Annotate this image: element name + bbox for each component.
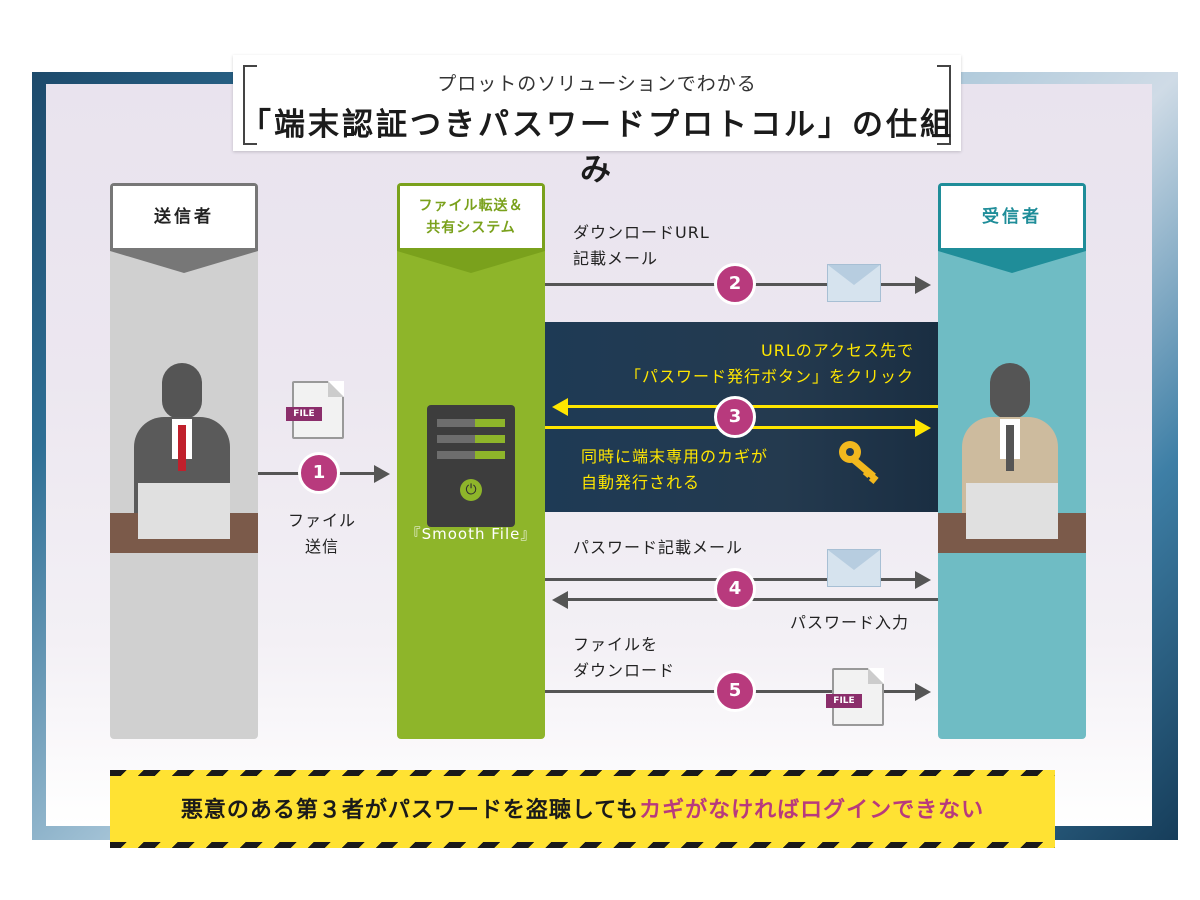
warning-stripe-bottom: [110, 842, 1055, 848]
step4-arrowhead-left: [552, 591, 568, 609]
power-icon: ⏻: [460, 479, 482, 501]
step2-label-line2: 記載メール: [573, 249, 659, 268]
step-1-badge: 1: [298, 452, 340, 494]
step-2-badge: 2: [714, 263, 756, 305]
step2-arrowhead: [915, 276, 931, 294]
bracket-left: [243, 65, 257, 145]
receiver-label: 受信者: [938, 183, 1086, 251]
server-icon: ⏻: [427, 405, 515, 527]
file-icon: FILE: [826, 668, 884, 726]
key-icon: [839, 441, 879, 484]
sender-column: 送信者: [110, 183, 258, 739]
sender-header-pointer: [110, 251, 258, 273]
step-4-badge: 4: [714, 568, 756, 610]
receiver-header-pointer: [938, 251, 1086, 273]
warning-text: 悪意のある第３者がパスワードを盗聴してもカギがなければログインできない: [110, 792, 1055, 824]
step-3-badge: 3: [714, 396, 756, 438]
step-5-badge: 5: [714, 670, 756, 712]
mail-icon: [827, 264, 881, 302]
step5-arrowhead: [915, 683, 931, 701]
step3-top-label-line1: URLのアクセス先で: [761, 341, 914, 360]
system-label-line2: 共有システム: [426, 220, 516, 236]
file-icon: FILE: [286, 381, 344, 439]
title-box: プロットのソリューションでわかる 「端末認証つきパスワードプロトコル」の仕組み: [233, 55, 961, 188]
step3-bottom-label: 同時に端末専用のカギが 自動発行される: [581, 444, 768, 496]
laptop-icon: [138, 483, 230, 539]
step1-arrowhead: [374, 465, 390, 483]
bracket-right: [937, 65, 951, 145]
step1-label: ファイル 送信: [284, 508, 360, 560]
person-icon: [110, 363, 258, 563]
step3-top-label: URLのアクセス先で 「パスワード発行ボタン」をクリック: [560, 338, 914, 390]
warning-stripe-top: [110, 770, 1055, 776]
sender-label: 送信者: [110, 183, 258, 251]
step3-bottom-label-line2: 自動発行される: [581, 473, 701, 492]
person-icon: [938, 363, 1086, 563]
step4-bottom-label: パスワード入力: [790, 613, 910, 632]
step2-label: ダウンロードURL 記載メール: [573, 220, 710, 272]
file-tag: FILE: [286, 407, 322, 421]
file-tag: FILE: [826, 694, 862, 708]
system-label-line1: ファイル転送＆: [418, 198, 524, 214]
step4-arrowhead-right: [915, 571, 931, 589]
step3-arrowhead-left: [552, 398, 568, 416]
system-label: ファイル転送＆ 共有システム: [397, 183, 545, 251]
system-column: ファイル転送＆ 共有システム ⏻ 『Smooth File』: [397, 183, 545, 739]
title-subtitle: プロットのソリューションでわかる: [437, 73, 757, 95]
step3-arrowhead-right: [915, 419, 931, 437]
system-header-pointer: [397, 251, 545, 273]
page-title: 「端末認証つきパスワードプロトコル」の仕組み: [240, 107, 954, 188]
mail-icon: [827, 549, 881, 587]
warning-banner: 悪意のある第３者がパスワードを盗聴してもカギがなければログインできない: [110, 770, 1055, 848]
step3-bottom-label-line1: 同時に端末専用のカギが: [581, 447, 769, 466]
sender-header: 送信者: [110, 183, 258, 279]
system-header: ファイル転送＆ 共有システム: [397, 183, 545, 279]
step5-label: ファイルを ダウンロード: [573, 632, 675, 684]
step3-top-label-line2: 「パスワード発行ボタン」をクリック: [624, 367, 914, 386]
step5-label-line2: ダウンロード: [573, 661, 676, 680]
laptop-icon: [966, 483, 1058, 539]
step2-label-line1: ダウンロードURL: [573, 223, 710, 242]
step4-top-label: パスワード記載メール: [573, 538, 744, 557]
system-name: 『Smooth File』: [405, 525, 537, 543]
step5-label-line1: ファイルを: [573, 635, 659, 654]
receiver-header: 受信者: [938, 183, 1086, 279]
receiver-column: 受信者: [938, 183, 1086, 739]
warning-text-highlight: カギがなければログインできない: [639, 798, 985, 823]
step1-label-line1: ファイル: [287, 511, 356, 530]
warning-text-main: 悪意のある第３者がパスワードを盗聴しても: [180, 798, 640, 823]
step1-label-line2: 送信: [304, 537, 339, 556]
